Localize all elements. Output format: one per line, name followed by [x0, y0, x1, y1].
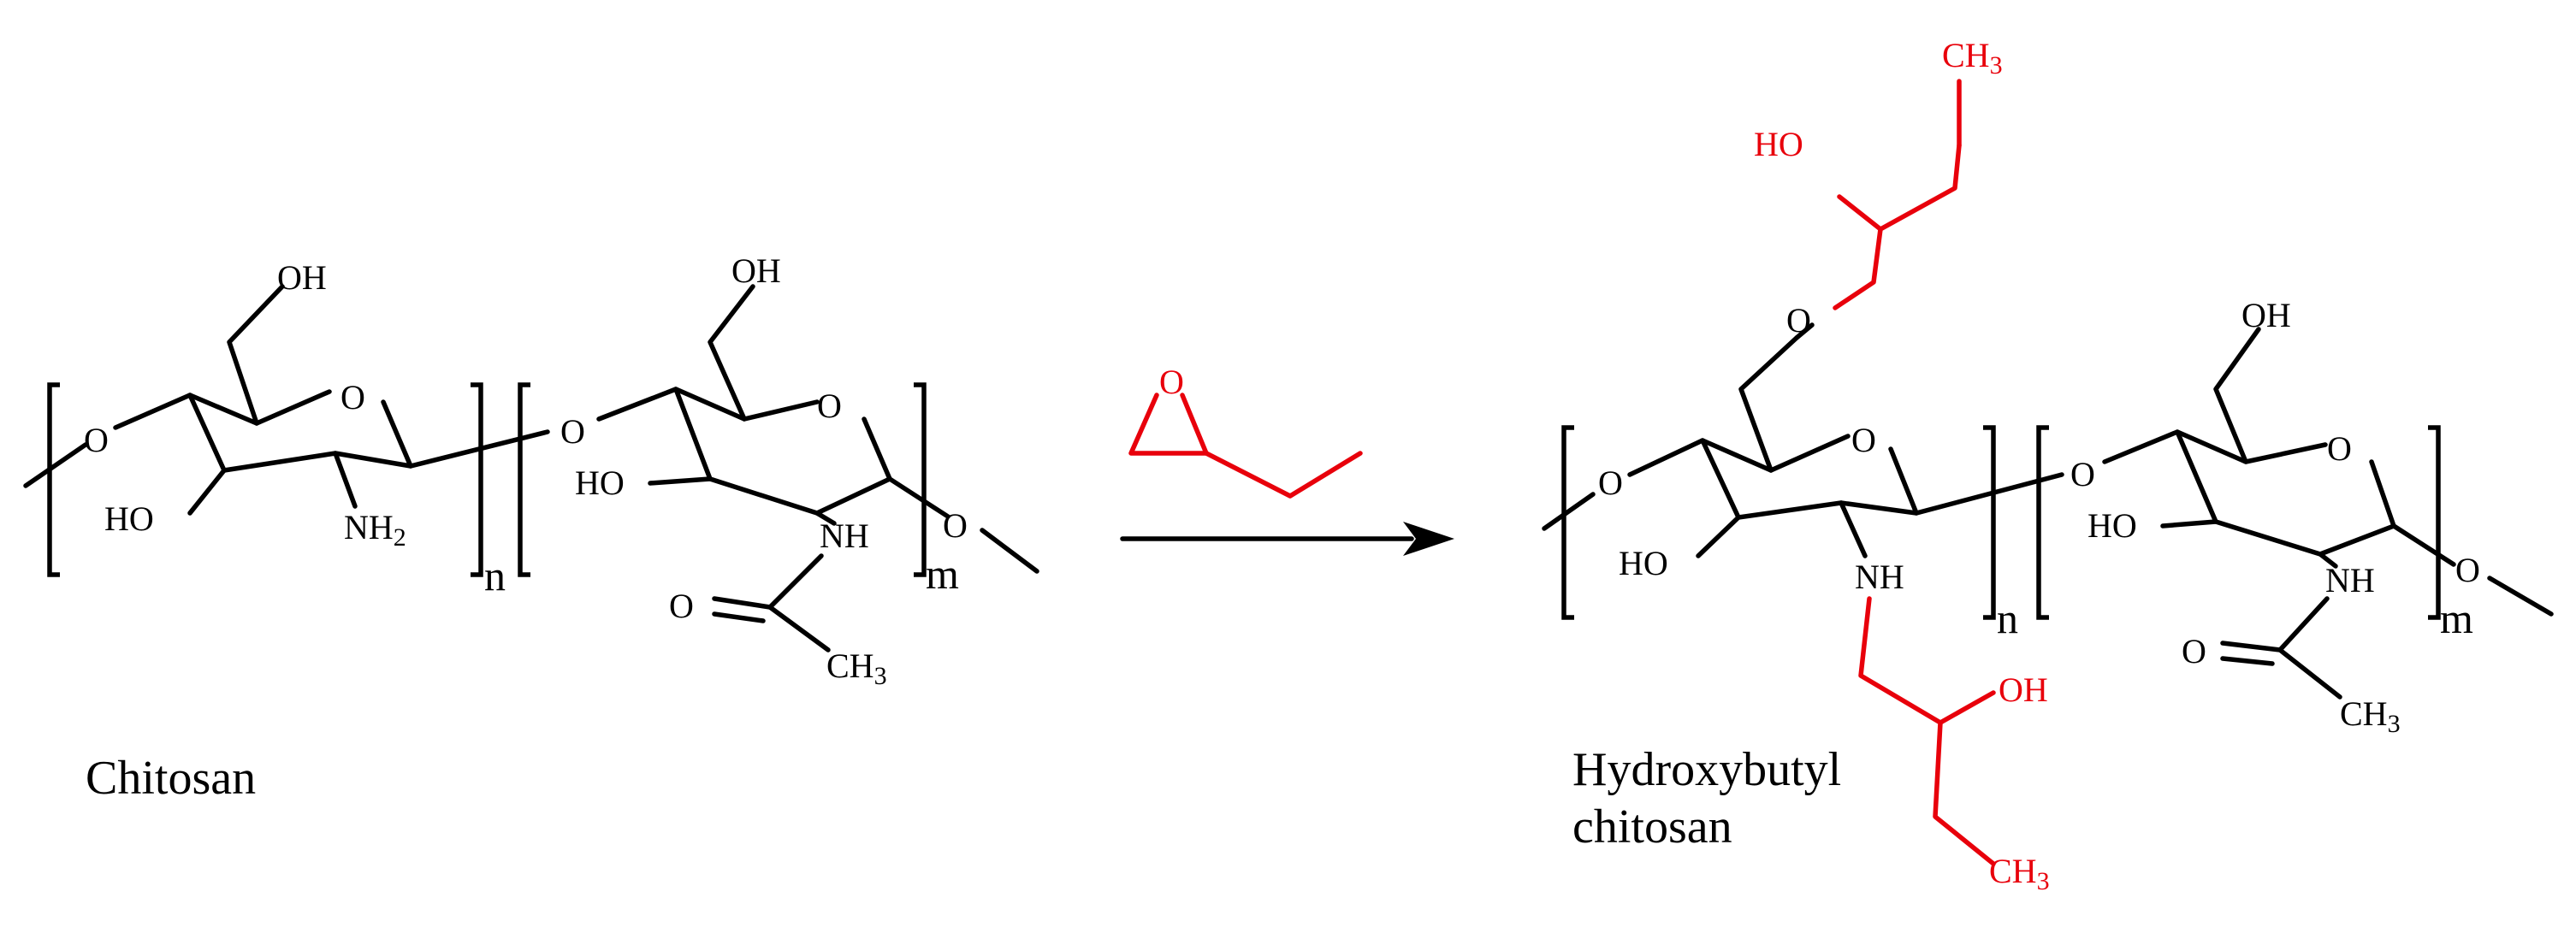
carbonyl-double-bond: [2220, 641, 2283, 653]
arrow-head: [1403, 522, 1454, 556]
ring-bonds: [113, 389, 332, 430]
terminal-bond: [2487, 576, 2554, 617]
c2-nh2-bond: [333, 451, 358, 509]
carbonyl-oxygen-label: O: [669, 587, 694, 625]
glycosidic-bond-left: [1542, 492, 1596, 531]
ring-oxygen-label: O: [1851, 421, 1876, 459]
hydroxyl-bond: [1837, 194, 1883, 232]
c3-ho-label: HO: [1619, 544, 1668, 582]
terminal-methyl-label: CH3: [1942, 36, 2003, 80]
c2-nh-bond: [2318, 552, 2338, 569]
ring-oxygen-label: O: [2327, 429, 2352, 468]
c3-oh-bond: [2160, 519, 2218, 529]
epoxide-ring: [1128, 393, 1209, 456]
repeat-n-label: n: [484, 552, 506, 599]
ring-bonds: [1627, 434, 1851, 477]
c3-ho-label: HO: [2087, 506, 2137, 545]
carbonyl-double-bond: [2220, 656, 2275, 666]
ring-bonds: [2175, 429, 2396, 557]
carbonyl-double-bond: [712, 596, 773, 610]
glycosidic-bond-left: [23, 442, 88, 488]
hydroxyl-bond: [1938, 690, 1996, 725]
terminal-oxygen-label: O: [2455, 551, 2480, 589]
acetyl-methyl-bond: [767, 605, 831, 653]
amide-nh-label: NH: [820, 517, 869, 555]
glucosamine-unit-n: O O OH HO NH2 n: [23, 258, 550, 599]
secondary-amine-label: NH: [1855, 558, 1904, 596]
amide-nh-label: NH: [2325, 561, 2375, 599]
o4-label: O: [84, 421, 109, 459]
glycosidic-bond-out: [887, 476, 950, 519]
bracket-close: [471, 382, 483, 577]
bracket-open: [518, 382, 530, 577]
c3-ho-label: HO: [575, 464, 625, 502]
product-label-line1: Hydroxybutyl: [1572, 743, 1841, 796]
o-hydroxybutyl-group: O HO CH3: [1754, 36, 2003, 340]
o4-label: O: [1598, 464, 1623, 502]
nh-carbonyl-bond: [2277, 596, 2330, 653]
chitosan-structure: O O OH HO NH2 n O O OH HO NH: [23, 251, 1039, 690]
c3-oh-bond: [648, 476, 713, 486]
c6-oh-label: OH: [731, 251, 781, 290]
terminal-methyl-label: CH3: [1989, 852, 2050, 895]
reagent-epoxybutane: O: [1128, 363, 1363, 499]
carbonyl-oxygen-label: O: [2182, 632, 2206, 670]
c3-ho-label: HO: [104, 499, 154, 538]
bracket-close: [1983, 425, 1996, 620]
c6-oh-label: OH: [2241, 296, 2291, 334]
acetylglucosamine-unit-m: O O OH HO NH O CH3 O m: [518, 251, 1039, 690]
terminal-bond: [980, 528, 1039, 574]
acetyl-methyl-label: CH3: [2340, 694, 2401, 738]
ring-oxygen-label: O: [817, 387, 842, 425]
n-alkyl-chain: [1858, 596, 1996, 866]
c6-ch2-bond: [1738, 335, 1799, 473]
n-hydroxybutyl-group: OH CH3: [1858, 596, 2050, 895]
acetyl-methyl-label: CH3: [826, 647, 887, 690]
bracket-close: [914, 382, 927, 577]
bracket-open: [2036, 425, 2049, 620]
c3-oh-bond: [187, 468, 227, 516]
reaction-arrow: [1120, 522, 1454, 556]
ether-chain: [1833, 143, 1962, 310]
c3-oh-bond: [1696, 515, 1741, 558]
acetyl-methyl-bond: [2277, 647, 2342, 700]
o4-label: O: [560, 412, 585, 451]
hydroxyl-label: HO: [1754, 125, 1803, 163]
o4-label: O: [2070, 455, 2095, 493]
carbonyl-double-bond: [712, 611, 766, 623]
terminal-oxygen-label: O: [943, 506, 968, 545]
bracket-open: [1561, 425, 1574, 620]
c2-nh-bond: [814, 511, 837, 526]
ethyl-chain: [1204, 451, 1363, 499]
substituted-unit-n: O O HO NH n O HO CH3 OH CH3: [1542, 36, 2064, 895]
bracket-close: [2428, 425, 2441, 620]
c6-ch2oh-bond: [708, 284, 755, 422]
c6-ch2oh-bond: [227, 284, 285, 426]
nh-carbonyl-bond: [767, 553, 824, 610]
ether-oxygen-label: O: [1786, 301, 1811, 340]
epoxide-oxygen-label: O: [1159, 363, 1184, 401]
hydroxybutyl-chitosan-structure: O O HO NH n O HO CH3 OH CH3: [1542, 36, 2554, 895]
acetylglucosamine-unit-m: O O OH HO NH O CH3 O m: [2036, 296, 2554, 738]
product-label-line2: chitosan: [1572, 800, 1732, 853]
glycosidic-bond-out: [2391, 523, 2456, 567]
hydroxyl-label: OH: [1999, 670, 2048, 709]
c6-oh-label: OH: [277, 258, 327, 297]
reactant-label: Chitosan: [86, 752, 256, 805]
amine-label: NH2: [344, 508, 406, 552]
c6-ch2oh-bond: [2213, 327, 2261, 464]
ring-bonds: [2102, 429, 2328, 464]
repeat-n-label: n: [1997, 594, 2018, 642]
ring-oxygen-label: O: [341, 378, 365, 416]
ch2-ether-bond: [1794, 322, 1815, 340]
repeat-m-label: m: [2440, 594, 2473, 642]
bracket-open: [47, 382, 60, 577]
ring-bonds: [596, 387, 820, 422]
repeat-m-label: m: [926, 550, 959, 598]
c2-nh-bond: [1839, 500, 1868, 558]
